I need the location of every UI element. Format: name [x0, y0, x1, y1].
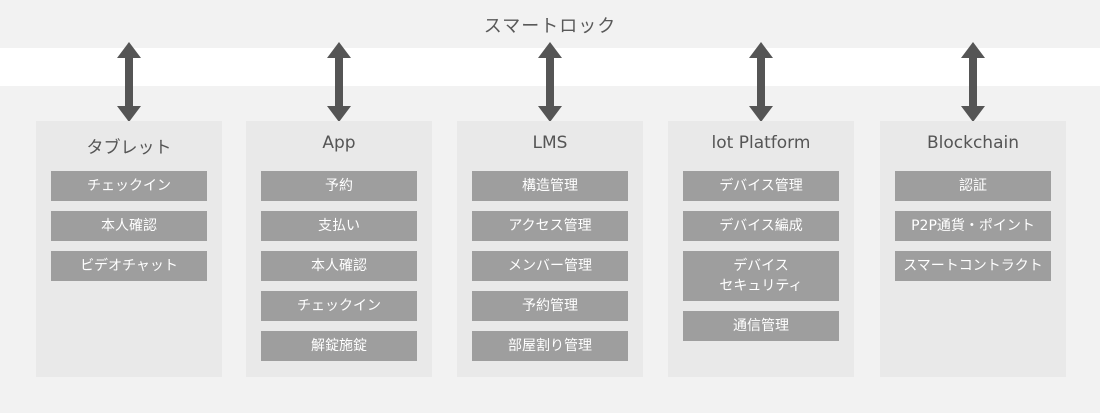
top-band — [0, 0, 1100, 48]
column-title: Blockchain — [926, 133, 1019, 153]
component-box: アクセス管理 — [472, 211, 628, 241]
component-box: チェックイン — [51, 171, 207, 201]
diagram-title: スマートロック — [483, 16, 617, 37]
component-box: P2P通貨・ポイント — [895, 211, 1051, 241]
component-box: スマートコントラクト — [895, 251, 1051, 281]
component-box: チェックイン — [261, 291, 417, 321]
component-box: 本人確認 — [261, 251, 417, 281]
bidirectional-arrow-icon — [327, 42, 351, 122]
component-box: デバイス セキュリティ — [683, 251, 839, 301]
component-box: デバイス管理 — [683, 171, 839, 201]
component-box: 本人確認 — [51, 211, 207, 241]
component-box: 予約 — [261, 171, 417, 201]
column-panel: タブレットチェックイン本人確認ビデオチャット — [36, 121, 222, 377]
component-box: ビデオチャット — [51, 251, 207, 281]
column-title: App — [322, 133, 356, 153]
component-box: メンバー管理 — [472, 251, 628, 281]
component-box: デバイス編成 — [683, 211, 839, 241]
component-box: 支払い — [261, 211, 417, 241]
column-panel: LMS 構造管理アクセス管理メンバー管理予約管理部屋割り管理 — [457, 121, 643, 377]
column-title: タブレット — [86, 138, 172, 158]
component-box: 認証 — [895, 171, 1051, 201]
component-box: 通信管理 — [683, 311, 839, 341]
bidirectional-arrow-icon — [749, 42, 773, 122]
bidirectional-arrow-icon — [961, 42, 985, 122]
component-box: 部屋割り管理 — [472, 331, 628, 361]
column-panel: Blockchain 認証 P2P通貨・ポイントスマートコントラクト — [880, 121, 1066, 377]
component-box: 解錠施錠 — [261, 331, 417, 361]
bidirectional-arrow-icon — [117, 42, 141, 122]
column-panel: lot Platform デバイス管理デバイス編成デバイス セキュリティ通信管理 — [668, 121, 854, 377]
column-title: lot Platform — [711, 133, 811, 153]
component-box: 構造管理 — [472, 171, 628, 201]
column-title: LMS — [532, 133, 568, 153]
bidirectional-arrow-icon — [538, 42, 562, 122]
component-box: 予約管理 — [472, 291, 628, 321]
column-panel: App 予約支払い本人確認チェックイン解錠施錠 — [246, 121, 432, 377]
